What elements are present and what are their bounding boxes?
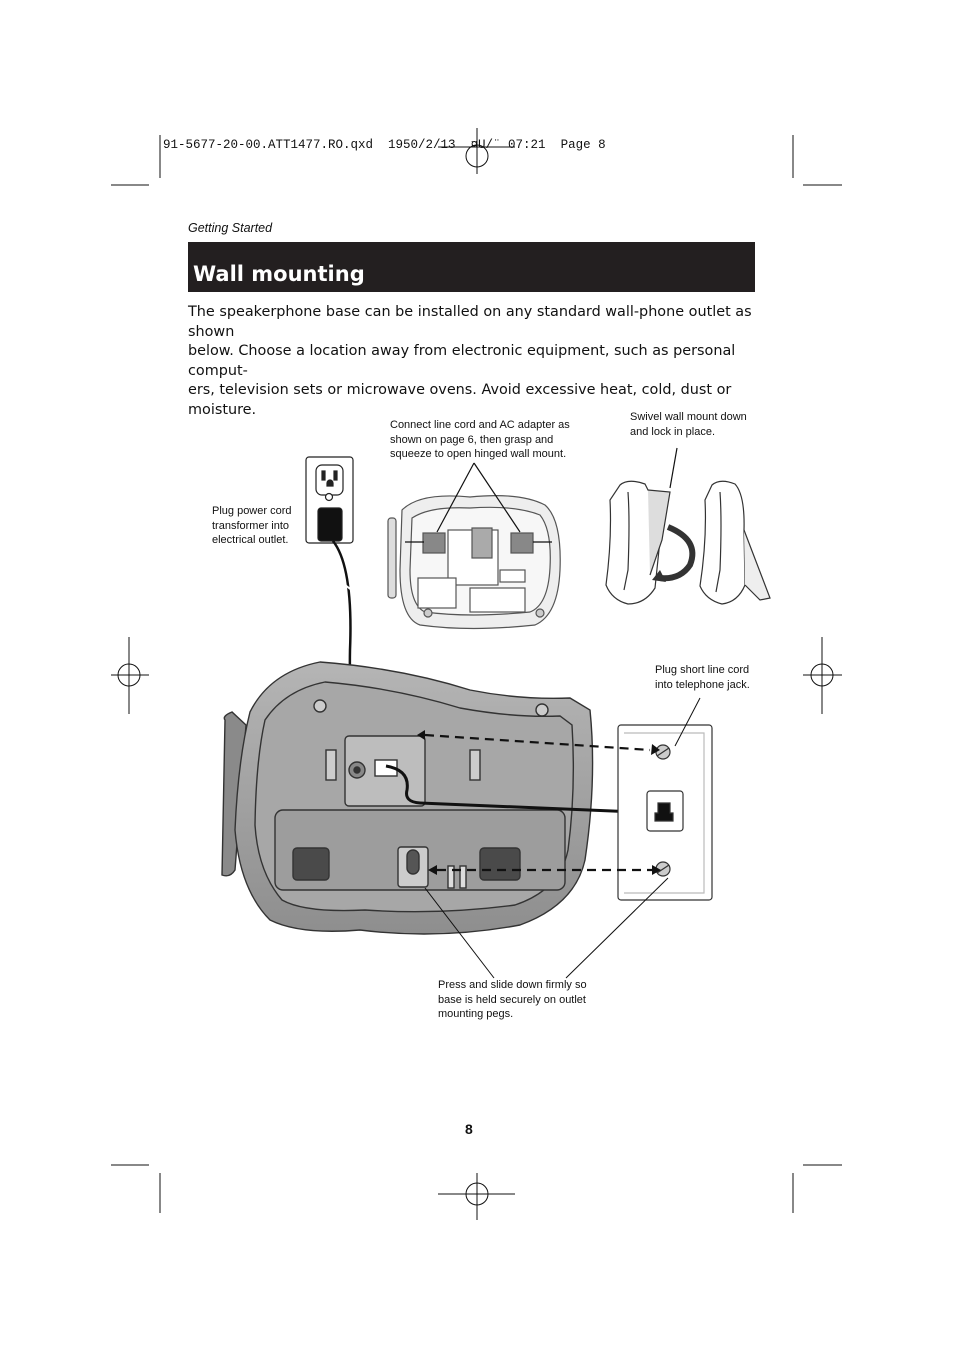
callout-line: transformer into — [212, 519, 290, 532]
page-title: Wall mounting — [193, 262, 365, 286]
callout-swivel: Swivel wall mount down and lock in place… — [630, 410, 747, 439]
intro-line: ers, television sets or microwave ovens.… — [188, 382, 732, 418]
callout-line: Connect line cord and AC adapter as — [390, 419, 570, 431]
registration-mark-bottom — [438, 1173, 515, 1220]
intro-line: below. Choose a location away from elect… — [188, 343, 736, 379]
telephone-wall-plate — [617, 724, 713, 901]
callout-line: into telephone jack. — [655, 678, 750, 691]
callout-line: Plug power cord — [212, 505, 292, 517]
intro-line: The speakerphone base can be installed o… — [188, 304, 752, 340]
callout-line: squeeze to open hinged wall mount. — [390, 448, 567, 460]
callout-line: and lock in place. — [630, 425, 715, 438]
callout-line: Swivel wall mount down — [630, 411, 747, 423]
phone-base — [221, 661, 594, 935]
callout-line: Press and slide down firmly so — [438, 979, 587, 991]
callout-plug-power: Plug power cord transformer into electri… — [212, 504, 292, 548]
callout-press-slide: Press and slide down firmly so base is h… — [438, 978, 587, 1022]
callout-line: electrical outlet. — [212, 534, 289, 546]
callout-connect: Connect line cord and AC adapter as show… — [390, 418, 570, 462]
peg-arrows — [424, 733, 652, 872]
swivel-arrow — [659, 524, 696, 582]
callout-line: Plug short line cord — [655, 664, 750, 676]
registration-mark-left — [111, 637, 149, 714]
title-bar — [188, 242, 755, 292]
callout-line: shown on page 6, then grasp and — [390, 433, 554, 446]
registration-mark-right — [803, 637, 842, 714]
callout-line: base is held securely on outlet — [438, 993, 586, 1006]
swivel-side-view — [605, 480, 771, 605]
callout-plug-line: Plug short line cord into telephone jack… — [655, 663, 750, 692]
section-label: Getting Started — [188, 221, 273, 235]
base-top-view — [387, 495, 561, 630]
line-cord — [385, 764, 661, 815]
registration-mark-top — [438, 128, 515, 174]
connect-leader-lines — [405, 462, 552, 543]
intro-paragraph: The speakerphone base can be installed o… — [188, 303, 756, 420]
electrical-outlet — [305, 456, 354, 544]
print-slug: 91-5677-20-00.ATT1477.RO.qxd 1950/2/13 ¤… — [163, 138, 606, 152]
callout-line: mounting pegs. — [438, 1008, 514, 1020]
leader-lines — [424, 697, 701, 979]
page-number: 8 — [465, 1121, 473, 1137]
